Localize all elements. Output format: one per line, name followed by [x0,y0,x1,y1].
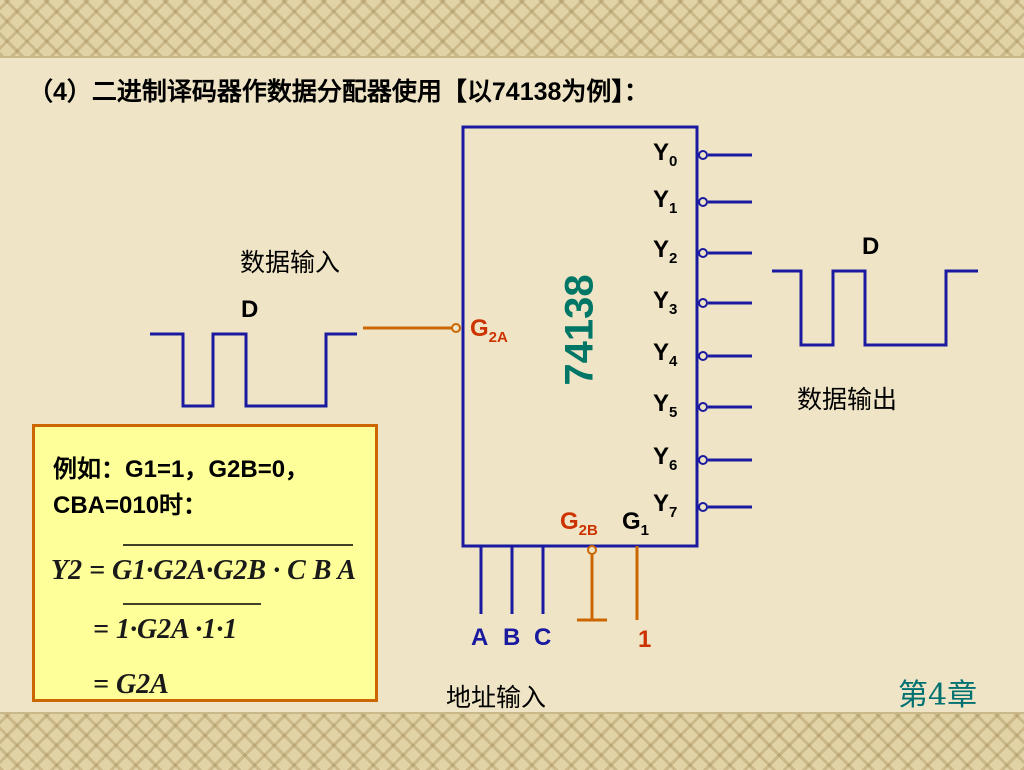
formula-line-1: Y2 = G1·G2A·G2B · C B A [51,555,357,586]
data-input-label: 数据输入 [240,248,341,277]
address-pin-a: A [471,624,489,651]
output-label-y4: Y4 [653,339,678,370]
g2a-pin-label: G2A [470,315,508,346]
note-condition-line2: CBA=010时： [53,492,208,519]
address-wires [479,546,545,614]
g1-value-label: 1 [638,626,652,653]
chip-74138-body [461,125,699,548]
input-data-waveform [150,332,357,408]
bottom-decorative-band [0,712,1024,770]
formula-line-3: = G2A [93,669,169,700]
output-label-y6: Y6 [653,443,678,474]
note-condition-line1: 例如：G1=1，G2B=0， [53,456,310,483]
output-label-y0: Y0 [653,139,678,170]
g2b-pin-label: G2B [560,508,598,539]
example-note-box: 例如：G1=1，G2B=0， CBA=010时： Y2 = G1·G2A·G2B… [32,424,378,702]
data-output-label: 数据输出 [797,385,898,414]
address-input-label: 地址输入 [446,683,547,712]
g2b-inversion-bubble [587,545,597,555]
output-label-y1: Y1 [653,186,678,217]
chip-name-label: 74138 [557,274,602,386]
output-label-y5: Y5 [653,390,678,421]
output-data-waveform [772,269,978,347]
formula-overbars [123,544,353,605]
address-pin-b: B [503,624,521,651]
slide-title: （4）二进制译码器作数据分配器使用【以74138为例】： [28,78,649,106]
output-inversion-bubbles [698,150,708,512]
output-label-y7: Y7 [653,490,678,521]
output-label-y3: Y3 [653,287,678,318]
chapter-label: 第4章 [898,678,978,713]
data-output-signal-label: D [862,233,880,260]
top-decorative-band [0,0,1024,58]
data-input-signal-label: D [241,296,259,323]
g1-pin-label: G1 [622,508,650,539]
g2a-inversion-bubble [451,323,461,333]
output-label-y2: Y2 [653,236,678,267]
address-pin-c: C [534,624,552,651]
output-wires [708,153,752,509]
formula-line-2: = 1·G2A ·1·1 [93,614,238,645]
